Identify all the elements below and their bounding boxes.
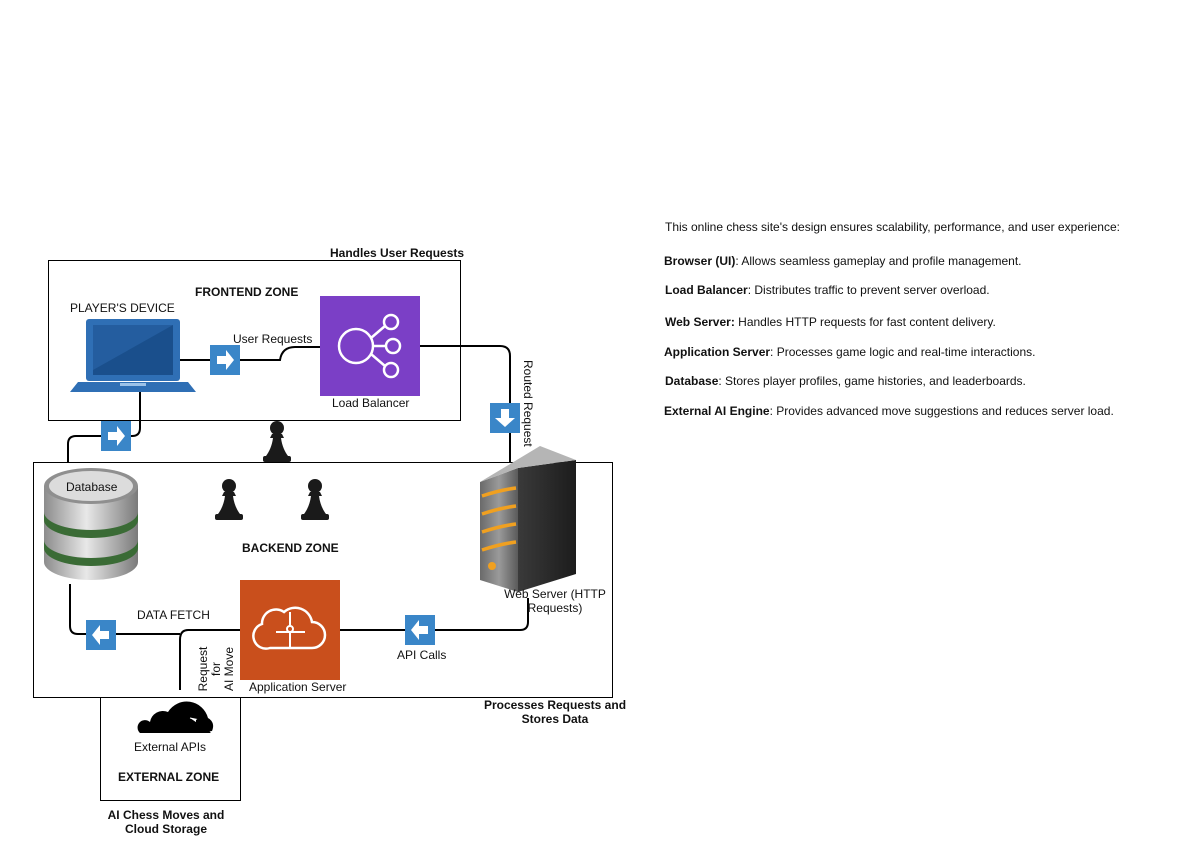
description-item: Application Server: Processes game logic…	[664, 345, 1035, 359]
description-term: Load Balancer	[665, 283, 748, 297]
frontend-zone-caption: Handles User Requests	[330, 246, 465, 260]
load-balancer-label: Load Balancer	[332, 396, 410, 410]
external-zone-label: EXTERNAL ZONE	[118, 770, 220, 784]
description-text: : Allows seamless gameplay and profile m…	[735, 254, 1022, 268]
external-zone-box	[100, 697, 241, 801]
database-label: Database	[66, 480, 118, 494]
server-icon	[480, 446, 576, 592]
chess-pawn-icon	[263, 421, 291, 462]
players-device-label: PLAYER'S DEVICE	[70, 301, 175, 315]
backend-zone-caption: Processes Requests and Stores Data	[480, 698, 630, 726]
database-icon	[44, 468, 138, 580]
backend-zone-label: BACKEND ZONE	[242, 541, 339, 555]
edge-api-calls	[340, 598, 529, 631]
web-server-label: Web Server (HTTP Requests)	[500, 587, 610, 615]
description-item: Browser (UI): Allows seamless gameplay a…	[664, 254, 1022, 268]
description-term: Browser (UI)	[664, 254, 736, 268]
cloud-icon	[137, 701, 214, 734]
load-balancer-icon	[320, 296, 420, 396]
backend-zone-box	[33, 462, 613, 698]
backend-zone-caption-line2: Stores Data	[521, 712, 589, 726]
api-calls-label: API Calls	[397, 648, 447, 662]
chess-pawn-icon	[301, 479, 329, 520]
data-fetch-label: DATA FETCH	[137, 608, 210, 622]
description-term: Application Server	[664, 345, 771, 359]
arrow-down-icon	[490, 403, 520, 433]
edge-routed-request	[420, 345, 511, 462]
request-ai-move-label: Request for AI Move	[196, 638, 236, 700]
routed-request-label: Routed Request	[521, 360, 535, 447]
backend-zone-caption-line1: Processes Requests and	[483, 698, 627, 712]
external-zone-caption: AI Chess Moves and Cloud Storage	[96, 808, 236, 836]
description-text: : Stores player profiles, game histories…	[718, 374, 1026, 388]
user-requests-label: User Requests	[233, 332, 313, 346]
description-item: Load Balancer: Distributes traffic to pr…	[665, 283, 990, 297]
edge-user-requests	[175, 346, 320, 361]
arrow-right-icon	[210, 345, 240, 375]
edge-data-fetch-db	[69, 584, 180, 635]
chess-pawn-icon	[215, 479, 243, 520]
description-text: Handles HTTP requests for fast content d…	[734, 315, 996, 329]
web-server-label-line2: Requests)	[527, 601, 583, 615]
description-text: : Processes game logic and real-time int…	[770, 345, 1036, 359]
web-server-label-line1: Web Server (HTTP	[504, 587, 606, 601]
edge-data-fetch	[179, 629, 240, 690]
description-term: Web Server:	[665, 315, 735, 329]
description-term: Database	[665, 374, 719, 388]
frontend-zone-box	[48, 260, 461, 421]
external-zone-caption-line1: AI Chess Moves and	[107, 808, 225, 822]
external-zone-caption-line2: Cloud Storage	[124, 822, 207, 836]
arrow-left-icon	[86, 620, 116, 650]
frontend-zone-label: FRONTEND ZONE	[195, 285, 299, 299]
application-server-label: Application Server	[249, 680, 347, 694]
external-apis-label: External APIs	[134, 740, 207, 754]
request-ai-move-line2: AI Move	[222, 647, 236, 692]
arrow-right-icon	[101, 421, 131, 451]
description-text: : Provides advanced move suggestions and…	[769, 404, 1114, 418]
laptop-icon	[70, 319, 196, 392]
description-text: : Distributes traffic to prevent server …	[747, 283, 990, 297]
request-ai-move-line1: Request for	[196, 646, 223, 692]
arrow-left-icon	[405, 615, 435, 645]
cloud-puzzle-icon	[240, 580, 340, 680]
description-intro: This online chess site's design ensures …	[665, 220, 1120, 234]
description-item: Database: Stores player profiles, game h…	[665, 374, 1026, 388]
description-item: External AI Engine: Provides advanced mo…	[664, 404, 1114, 418]
description-item: Web Server: Handles HTTP requests for fa…	[665, 315, 996, 329]
description-term: External AI Engine	[664, 404, 770, 418]
